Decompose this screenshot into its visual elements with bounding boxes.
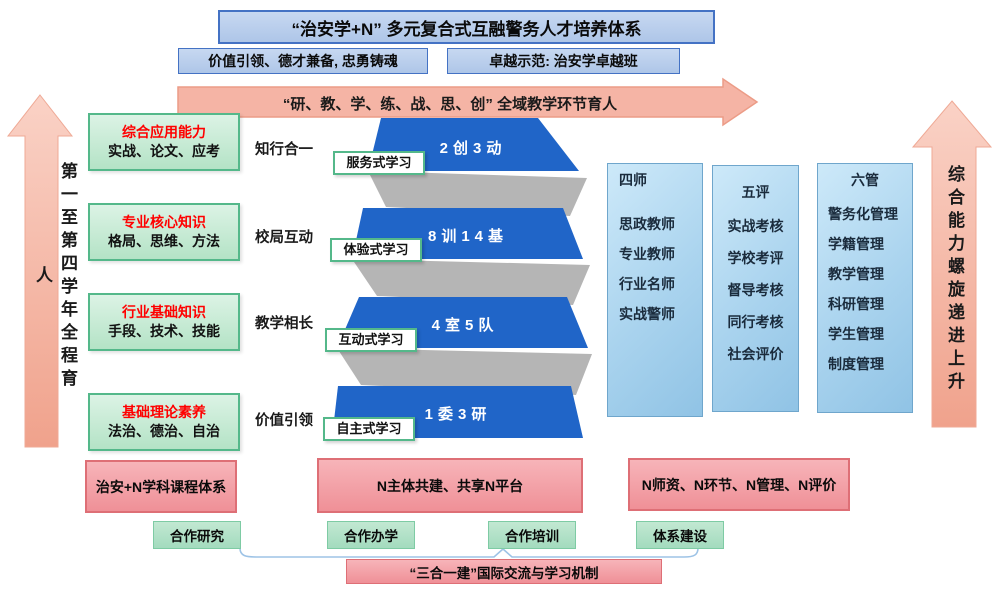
level-heading: 综合应用能力 <box>122 124 206 140</box>
column-item: 制度管理 <box>828 356 884 372</box>
column-header: 四师 <box>619 172 647 188</box>
top-arrow-label: “研、教、学、练、战、思、创” 全域教学环节育人 <box>282 96 618 113</box>
tier-label-3: 4室5队 <box>431 317 499 334</box>
level-detail: 实战、论文、应考 <box>108 143 220 159</box>
level-detail: 法治、德治、自治 <box>108 423 220 439</box>
banner-excellence: 卓越示范: 治安学卓越班 <box>447 48 680 74</box>
right-arrow-shape <box>911 100 993 428</box>
learning-tag-4: 自主式学习 <box>323 417 415 441</box>
top-arrow-shape <box>177 77 759 127</box>
column-item: 行业名师 <box>619 276 675 292</box>
level-box-3: 行业基础知识 手段、技术、技能 <box>88 293 240 351</box>
level-heading: 专业核心知识 <box>122 214 206 230</box>
bridge-label-2: 校局互动 <box>255 230 313 246</box>
column-managements: 六管 警务化管理 学籍管理 教学管理 科研管理 学生管理 制度管理 <box>817 163 913 413</box>
level-heading: 行业基础知识 <box>122 304 206 320</box>
column-item: 学生管理 <box>828 326 884 342</box>
level-detail: 格局、思维、方法 <box>108 233 220 249</box>
level-heading: 基础理论素养 <box>122 404 206 420</box>
pyramid-ribbon <box>337 348 592 395</box>
coop-box-research: 合作研究 <box>153 521 241 549</box>
level-box-4: 基础理论素养 法治、德治、自治 <box>88 393 240 451</box>
right-arrow-label: 综合能力螺旋递进上升 <box>945 165 964 395</box>
column-teachers: 四师 思政教师 专业教师 行业名师 实战警师 <box>607 163 703 417</box>
learning-tag-2: 体验式学习 <box>330 238 422 262</box>
column-item: 思政教师 <box>619 216 675 232</box>
bracket-connector <box>239 547 699 558</box>
coop-box-system: 体系建设 <box>636 521 724 549</box>
column-item: 科研管理 <box>828 296 884 312</box>
coop-box-schooling: 合作办学 <box>327 521 415 549</box>
tier-label-2: 8训14基 <box>427 228 509 245</box>
column-evaluations: 五评 实战考核 学校考评 督导考核 同行考核 社会评价 <box>712 165 799 412</box>
pyramid-ribbon <box>368 171 587 216</box>
banner-values: 价值引领、德才兼备, 忠勇铸魂 <box>178 48 428 74</box>
bridge-label-4: 价值引领 <box>255 413 313 429</box>
tier-label-1: 2创3动 <box>439 140 507 157</box>
learning-tag-1: 服务式学习 <box>333 151 425 175</box>
tier-label-4: 1委3研 <box>424 406 492 423</box>
column-item: 督导考核 <box>727 282 784 298</box>
learning-tag-3: 互动式学习 <box>325 328 417 352</box>
column-item: 同行考核 <box>727 314 784 330</box>
column-item: 实战考核 <box>727 218 784 234</box>
column-item: 警务化管理 <box>828 206 898 222</box>
pyramid-ribbon <box>352 259 590 305</box>
level-detail: 手段、技术、技能 <box>108 323 220 339</box>
mechanism-box: “三合一建”国际交流与学习机制 <box>346 559 662 584</box>
left-arrow-shape <box>6 94 74 448</box>
level-box-1: 综合应用能力 实战、论文、应考 <box>88 113 240 171</box>
page-title: “治安学+N” 多元复合式互融警务人才培养体系 <box>218 10 715 44</box>
column-item: 专业教师 <box>619 246 675 262</box>
level-box-2: 专业核心知识 格局、思维、方法 <box>88 203 240 261</box>
coop-box-training: 合作培训 <box>488 521 576 549</box>
column-header: 六管 <box>851 172 879 188</box>
curriculum-box: 治安+N学科课程体系 <box>85 460 237 513</box>
column-header: 五评 <box>741 184 770 200</box>
column-item: 教学管理 <box>828 266 884 282</box>
resources-box: N师资、N环节、N管理、N评价 <box>628 458 850 511</box>
bridge-label-1: 知行合一 <box>255 142 313 158</box>
column-item: 实战警师 <box>619 306 675 322</box>
bridge-label-3: 教学相长 <box>255 316 313 332</box>
left-arrow-label: 第一至第四学年全程育人 <box>33 162 77 392</box>
column-item: 学籍管理 <box>828 236 884 252</box>
column-item: 学校考评 <box>727 250 784 266</box>
column-item: 社会评价 <box>727 346 784 362</box>
platform-box: N主体共建、共享N平台 <box>317 458 583 513</box>
